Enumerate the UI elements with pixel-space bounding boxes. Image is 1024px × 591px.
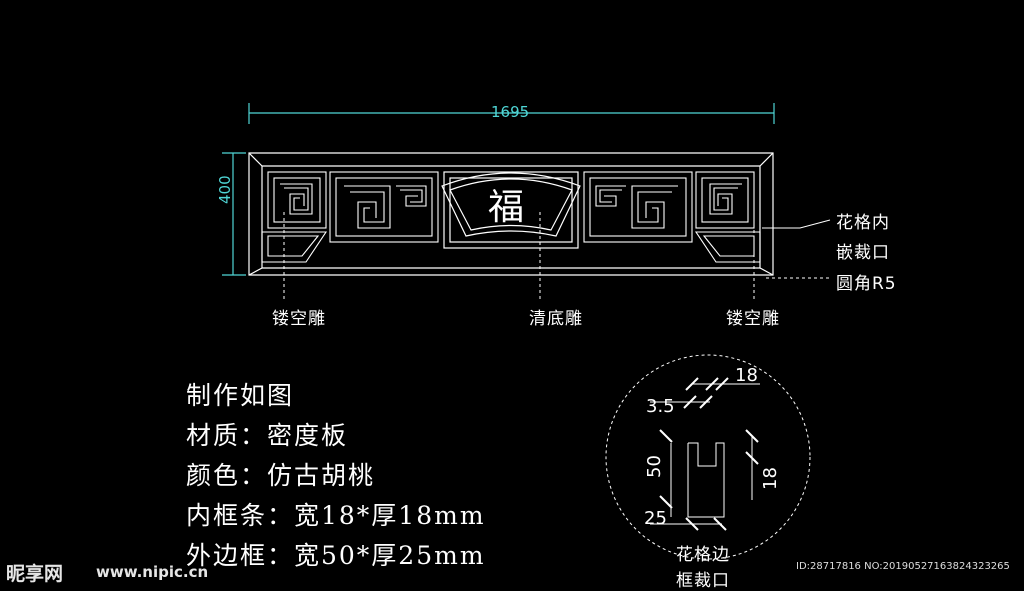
- spec-line-outer-frame: 外边框：宽50*厚25mm: [186, 541, 486, 570]
- inlay-label-line1: 花格内: [836, 213, 890, 233]
- detail-dim-18-right: 18: [760, 467, 781, 490]
- left-carving-label: 镂空雕: [272, 309, 326, 329]
- detail-ticks: [659, 377, 759, 531]
- inlay-leader: [762, 219, 831, 229]
- center-carving-label: 清底雕: [529, 309, 583, 329]
- height-dimension: [222, 152, 246, 276]
- detail-caption-line1: 花格边: [676, 545, 730, 565]
- spec-line-color: 颜色：仿古胡桃: [186, 461, 376, 490]
- detail-dim-3-5: 3.5: [646, 396, 675, 417]
- detail-circle: [605, 354, 811, 560]
- left-fretwork: [261, 171, 439, 263]
- watermark-id: ID:28717816 NO:20190527163824323265: [796, 561, 1010, 572]
- center-fan-plaque: [441, 171, 581, 249]
- inlay-label-line2: 嵌裁口: [836, 243, 890, 263]
- right-fretwork: [583, 171, 761, 263]
- spec-line-1: 制作如图: [186, 381, 295, 410]
- fu-character: 福: [488, 187, 525, 228]
- spec-line-inner-frame: 内框条：宽18*厚18mm: [186, 501, 486, 530]
- detail-dim-50: 50: [644, 455, 665, 478]
- width-dimension-label: 1695: [491, 103, 530, 121]
- detail-caption-line2: 框裁口: [676, 571, 730, 591]
- leader-lines: [283, 212, 832, 300]
- detail-dim-18-top: 18: [735, 365, 758, 386]
- height-dimension-label: 400: [216, 175, 234, 204]
- width-dimension: [248, 103, 775, 124]
- corner-radius-label: 圆角R5: [836, 274, 897, 294]
- spec-line-material: 材质：密度板: [186, 421, 349, 450]
- right-carving-label: 镂空雕: [726, 309, 780, 329]
- detail-dim-lines: [650, 383, 760, 525]
- watermark-url: www.nipic.cn: [96, 563, 209, 581]
- detail-dim-25: 25: [644, 508, 667, 529]
- watermark-logo: 昵享网: [6, 563, 64, 585]
